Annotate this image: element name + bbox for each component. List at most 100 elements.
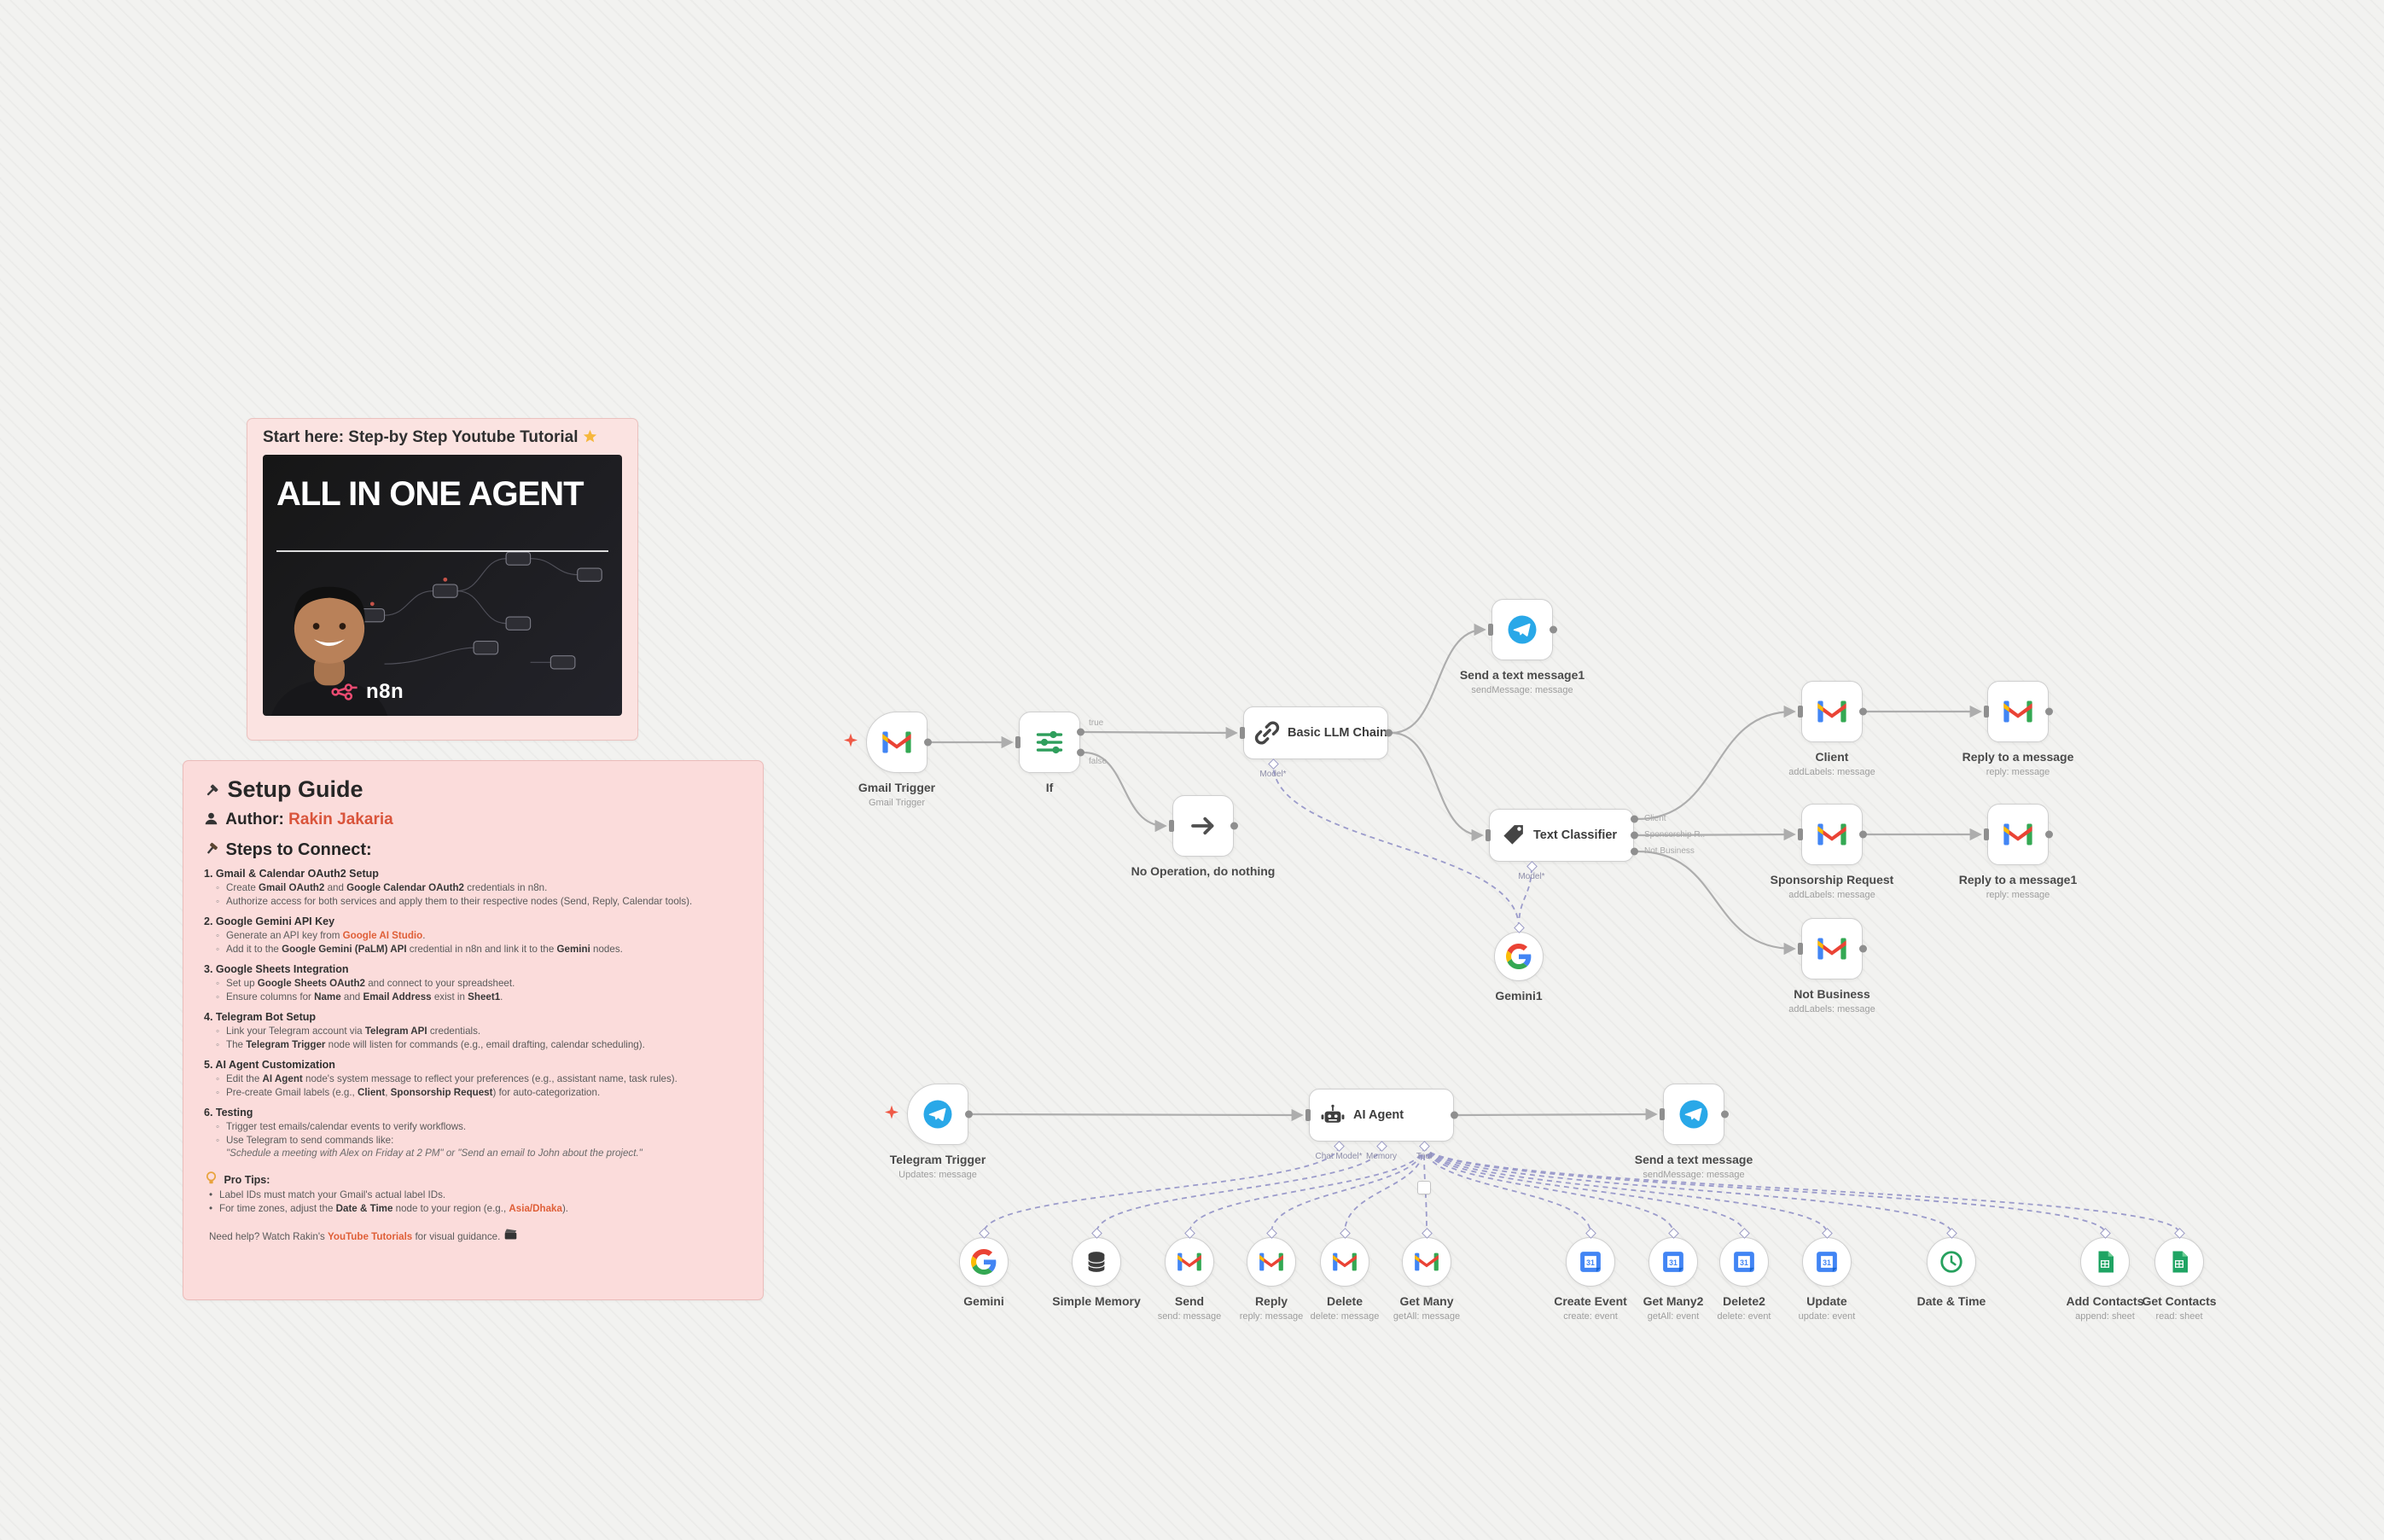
output-port[interactable] bbox=[1631, 847, 1638, 856]
clock-icon bbox=[1939, 1249, 1964, 1275]
output-port[interactable] bbox=[1451, 1111, 1458, 1119]
output-port[interactable] bbox=[1077, 748, 1084, 757]
output-port[interactable] bbox=[1631, 815, 1638, 823]
node-sublabel: sendMessage: message bbox=[1643, 1169, 1745, 1180]
output-port[interactable] bbox=[965, 1110, 973, 1119]
if-output-label-true: true bbox=[1089, 718, 1104, 728]
output-port[interactable] bbox=[924, 738, 932, 747]
output-port[interactable] bbox=[2045, 830, 2053, 839]
input-port[interactable] bbox=[1240, 727, 1245, 739]
ai-endpoint-diamond[interactable] bbox=[1267, 758, 1279, 770]
input-port[interactable] bbox=[1486, 829, 1491, 841]
thumbnail-divider bbox=[276, 550, 608, 552]
node-label: Add Contacts bbox=[2066, 1294, 2144, 1308]
sheets-icon bbox=[2166, 1249, 2192, 1275]
steps-heading: Steps to Connect: bbox=[204, 840, 742, 860]
setup-step: 2. Google Gemini API KeyGenerate an API … bbox=[204, 915, 742, 956]
input-port[interactable] bbox=[1984, 706, 1989, 718]
setup-step-item: Edit the AI Agent node's system message … bbox=[216, 1072, 742, 1086]
output-port[interactable] bbox=[1859, 830, 1867, 839]
author-name: Rakin Jakaria bbox=[288, 811, 393, 828]
output-port[interactable] bbox=[1077, 728, 1084, 736]
node-label: Simple Memory bbox=[1052, 1294, 1141, 1308]
setup-step-title: 2. Google Gemini API Key bbox=[204, 915, 335, 928]
input-port[interactable] bbox=[1169, 820, 1174, 832]
output-port[interactable] bbox=[1385, 729, 1393, 737]
node-sublabel: append: sheet bbox=[2075, 1310, 2135, 1322]
node-tool-addcontacts[interactable]: Add Contacts append: sheet bbox=[2067, 1237, 2144, 1322]
output-port[interactable] bbox=[1859, 707, 1867, 716]
node-if[interactable]: If bbox=[1015, 712, 1084, 794]
node-ai-agent[interactable]: AI Agent bbox=[1305, 1089, 1458, 1142]
input-port[interactable] bbox=[1660, 1108, 1665, 1120]
n8n-logo-text: n8n bbox=[366, 680, 404, 703]
input-port[interactable] bbox=[1798, 706, 1803, 718]
node-sublabel: reply: message bbox=[1986, 889, 2050, 900]
googleG-icon bbox=[971, 1249, 997, 1275]
ai-endpoint-diamond[interactable] bbox=[1333, 1140, 1345, 1152]
node-gemini1[interactable]: Gemini1 bbox=[1494, 932, 1544, 1002]
sticky-note-setup-guide[interactable]: Setup Guide Author: Rakin Jakaria Steps … bbox=[183, 760, 764, 1300]
node-label: Get Contacts bbox=[2142, 1294, 2217, 1308]
input-port[interactable] bbox=[1798, 943, 1803, 955]
output-port[interactable] bbox=[1230, 822, 1238, 830]
n8n-brand: n8n bbox=[331, 680, 404, 704]
node-sublabel: getAll: message bbox=[1393, 1310, 1461, 1322]
classifier-model-endpoint-label: Model* bbox=[1518, 872, 1545, 881]
youtube-thumbnail[interactable]: ALL IN ONE AGENT n8n bbox=[263, 455, 622, 716]
node-classifier[interactable]: Text Classifier bbox=[1486, 809, 1638, 862]
input-port[interactable] bbox=[1488, 624, 1493, 636]
node-tool-gemini[interactable]: Gemini bbox=[959, 1237, 1009, 1308]
node-label: Delete2 bbox=[1723, 1294, 1765, 1308]
agent-endpoint-label: Chat Model* bbox=[1315, 1152, 1363, 1161]
pro-tips: Pro Tips: Label IDs must match your Gmai… bbox=[204, 1171, 742, 1217]
input-port[interactable] bbox=[1015, 736, 1020, 748]
input-port[interactable] bbox=[1305, 1109, 1311, 1121]
sliders-icon bbox=[1034, 727, 1065, 758]
output-port[interactable] bbox=[1550, 625, 1557, 634]
calendar-icon: 31 bbox=[1814, 1249, 1840, 1275]
node-tool-memory[interactable]: Simple Memory bbox=[1052, 1237, 1141, 1308]
input-port[interactable] bbox=[1984, 828, 1989, 840]
sticky-note-tutorial[interactable]: Start here: Step-by Step Youtube Tutoria… bbox=[247, 418, 638, 741]
ai-endpoint-diamond[interactable] bbox=[1418, 1140, 1430, 1152]
node-basic-llm[interactable]: Basic LLM Chain bbox=[1240, 706, 1393, 759]
node-sublabel: update: event bbox=[1798, 1310, 1856, 1322]
input-port[interactable] bbox=[1798, 828, 1803, 840]
node-tool-datetime[interactable]: Date & Time bbox=[1917, 1237, 1986, 1308]
output-port[interactable] bbox=[2045, 707, 2053, 716]
ai-endpoint-diamond[interactable] bbox=[1526, 860, 1538, 872]
calendar-icon: 31 bbox=[1578, 1249, 1603, 1275]
output-port[interactable] bbox=[1631, 831, 1638, 840]
node-noop[interactable]: No Operation, do nothing bbox=[1131, 795, 1275, 878]
setup-step-title: 3. Google Sheets Integration bbox=[204, 963, 349, 976]
output-port[interactable] bbox=[1721, 1110, 1729, 1119]
llm-model-endpoint-label: Model* bbox=[1259, 770, 1287, 779]
setup-step: 6. TestingTrigger test emails/calendar e… bbox=[204, 1107, 742, 1160]
tool-connection-junction[interactable] bbox=[1417, 1181, 1431, 1194]
gmail-icon bbox=[1332, 1249, 1358, 1275]
ai-endpoint-diamond[interactable] bbox=[1375, 1140, 1387, 1152]
node-label: Delete bbox=[1326, 1294, 1364, 1308]
trigger-activation-icon bbox=[844, 733, 858, 752]
output-port[interactable] bbox=[1859, 944, 1867, 953]
